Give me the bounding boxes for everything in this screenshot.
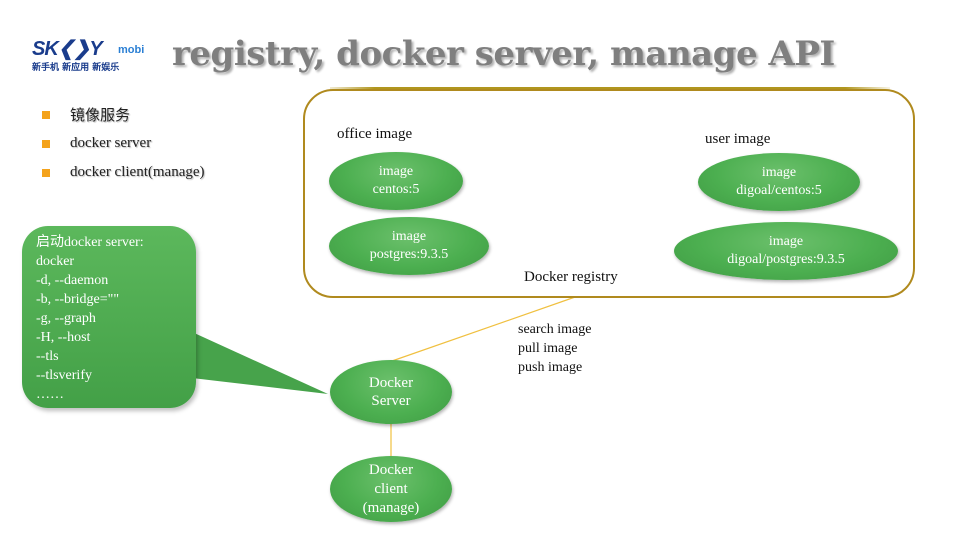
bullet-item: docker client(manage): [42, 158, 205, 187]
callout-line: --tlsverify: [36, 368, 92, 383]
image-node-tag: postgres:9.3.5: [369, 247, 449, 262]
callout-line: -H, --host: [36, 330, 91, 345]
bullet-item: docker server: [42, 129, 205, 158]
bullet-text: docker client(manage): [70, 164, 205, 180]
image-node-tag: digoal/centos:5: [736, 183, 822, 198]
bullet-list: 镜像服务 docker server docker client(manage): [42, 100, 205, 187]
bullet-square-icon: [42, 168, 50, 177]
node-label: (manage): [362, 499, 420, 516]
slide-title: registry, docker server, manage API: [172, 34, 835, 74]
bullet-item: 镜像服务: [42, 100, 205, 129]
docker-server-options-callout: 启动docker server: docker -d, --daemon -b,…: [22, 226, 196, 408]
image-node-title: image: [761, 165, 797, 180]
bullet-text: docker server: [70, 135, 152, 151]
bullet-square-icon: [42, 110, 50, 119]
image-node-tag: centos:5: [372, 182, 420, 197]
docker-registry-label: Docker registry: [524, 269, 618, 285]
callout-line: -d, --daemon: [36, 273, 109, 288]
callout-line: --tls: [36, 349, 59, 364]
bullet-text: 镜像服务: [70, 108, 131, 124]
image-node-title: image: [378, 164, 414, 179]
image-node-postgres: image postgres:9.3.5: [329, 217, 489, 275]
image-node-title: image: [391, 229, 427, 244]
operation-item: search image: [518, 322, 592, 337]
logo-tagline: 新手机 新应用 新娱乐: [32, 63, 120, 73]
image-node-digoal-centos: image digoal/centos:5: [698, 153, 860, 211]
image-node-digoal-postgres: image digoal/postgres:9.3.5: [674, 222, 898, 280]
logo-wordmark: SK❮❯Y: [32, 36, 103, 61]
image-node-centos: image centos:5: [329, 152, 463, 210]
node-label: Docker: [368, 375, 414, 391]
node-label: Server: [371, 393, 411, 409]
company-logo: SK❮❯Y mobi 新手机 新应用 新娱乐: [30, 36, 155, 76]
callout-line: ……: [36, 387, 64, 402]
callout-line: 启动docker server:: [36, 235, 144, 250]
speech-bubble-tail: [192, 332, 328, 394]
logo-brand: SK: [32, 38, 59, 60]
title-underline: [330, 87, 890, 90]
registry-operations: search image pull image push image: [518, 320, 591, 377]
docker-server-node: Docker Server: [330, 360, 452, 424]
node-label: client: [374, 480, 408, 497]
callout-line: docker: [36, 254, 75, 269]
callout-text: 启动docker server: docker -d, --daemon -b,…: [36, 233, 144, 404]
office-image-label: office image: [337, 126, 413, 142]
logo-chevrons-icon: ❮❯Y: [57, 38, 103, 60]
callout-line: -g, --graph: [36, 311, 96, 326]
operation-item: pull image: [518, 341, 578, 356]
docker-client-node: Docker client (manage): [330, 456, 452, 522]
operation-item: push image: [518, 360, 583, 375]
user-image-label: user image: [705, 131, 771, 147]
logo-suffix: mobi: [118, 44, 145, 56]
callout-line: -b, --bridge="": [36, 292, 120, 307]
bullet-square-icon: [42, 139, 50, 148]
node-label: Docker: [368, 461, 414, 478]
image-node-tag: digoal/postgres:9.3.5: [727, 252, 845, 267]
image-node-title: image: [768, 234, 804, 249]
